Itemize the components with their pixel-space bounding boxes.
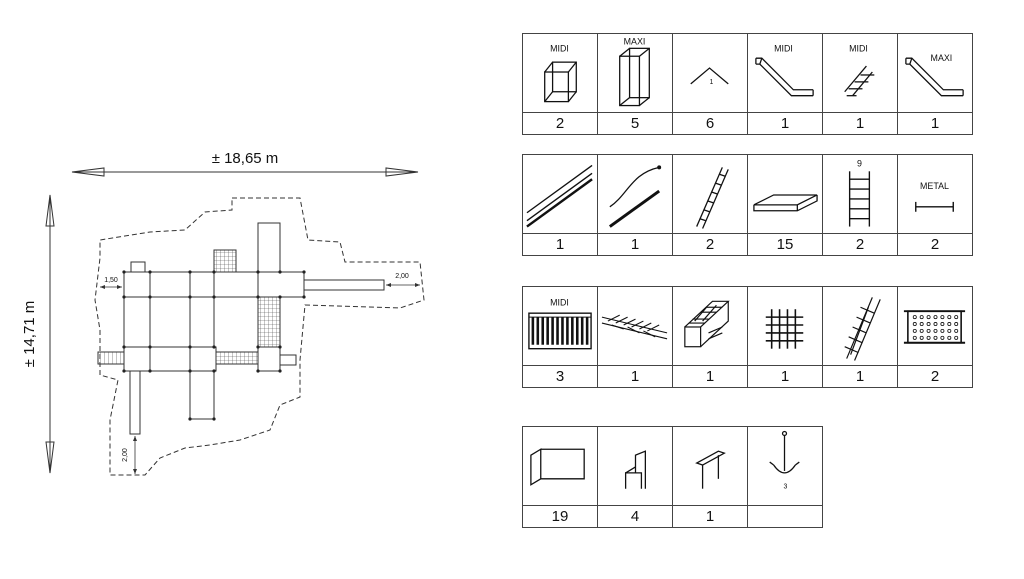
component-cell [747, 286, 823, 366]
component-quantity: 15 [747, 233, 823, 256]
svg-text:MIDI: MIDI [550, 297, 569, 307]
structure [97, 222, 385, 435]
component-table-1: MIDI MAXI [522, 33, 973, 135]
component-quantity: 1 [597, 233, 673, 256]
component-cell: MAXI [597, 33, 673, 113]
component-quantity: 6 [672, 112, 748, 135]
component-cell: 9 [822, 154, 898, 234]
svg-text:METAL: METAL [920, 181, 949, 191]
component-cell: MIDI [747, 33, 823, 113]
component-cell [522, 154, 598, 234]
table-icon [695, 450, 726, 489]
component-table-2: 9 METAL 1 1 2 15 2 2 [522, 154, 973, 256]
component-cell: MIDI [822, 33, 898, 113]
slide-icon: MAXI [905, 53, 964, 97]
ladder-vertical-icon: 9 [848, 158, 871, 227]
tall-frame-icon: MAXI [619, 36, 650, 107]
component-cell: METAL [897, 154, 973, 234]
component-cell: MIDI [522, 33, 598, 113]
component-cell [672, 426, 748, 506]
playground-plan: ± 18,65 m ± 14,71 m [21, 150, 425, 476]
clearance-right: 2,00 [386, 273, 420, 287]
component-cell: MAXI [897, 33, 973, 113]
wall-panel-icon [530, 448, 585, 486]
component-quantity: 19 [522, 505, 598, 528]
svg-text:MIDI: MIDI [774, 43, 793, 53]
component-cell: MIDI [522, 286, 598, 366]
component-quantity: 5 [597, 112, 673, 135]
net-bridge-icon [601, 314, 668, 340]
platform-icon [753, 194, 818, 212]
component-quantity: 1 [672, 365, 748, 388]
rails-icon [526, 164, 593, 228]
width-dimension: ± 18,65 m [71, 150, 419, 177]
clearance-right-label: 2,00 [395, 273, 409, 280]
component-cell: 3 [747, 426, 823, 506]
component-cell [597, 426, 673, 506]
stairs-icon: MIDI [844, 43, 875, 97]
component-table-3: MIDI [522, 286, 973, 388]
metal-bar-icon: METAL [915, 181, 954, 212]
clearance-left-label: 1,50 [104, 277, 118, 284]
component-quantity: 1 [822, 112, 898, 135]
height-dimension: ± 14,71 m [21, 194, 55, 474]
cube-frame-icon: MIDI [544, 43, 577, 103]
svg-text:MIDI: MIDI [849, 43, 868, 53]
ladder-diagonal-icon [696, 167, 729, 229]
component-quantity: 4 [597, 505, 673, 528]
svg-text:1: 1 [710, 79, 714, 86]
chair-icon [624, 450, 647, 489]
width-dimension-label: ± 18,65 m [212, 150, 279, 167]
component-cell [822, 286, 898, 366]
clearance-bottom: 2,00 [122, 436, 137, 474]
component-cell: 1 [672, 33, 748, 113]
component-cell [672, 286, 748, 366]
clearance-bottom-label: 2,00 [122, 448, 129, 462]
component-quantity: 3 [522, 365, 598, 388]
posts [122, 270, 306, 421]
net-ladder-icon [844, 297, 881, 361]
svg-text:MAXI: MAXI [624, 36, 646, 46]
component-cell [522, 426, 598, 506]
svg-text:MIDI: MIDI [550, 43, 569, 53]
component-cell [897, 286, 973, 366]
component-cell [597, 154, 673, 234]
slide-icon: MIDI [755, 43, 814, 97]
component-table-4: 3 19 4 1 [522, 426, 823, 528]
safety-zone-outline [94, 197, 425, 476]
component-quantity: 1 [522, 233, 598, 256]
component-quantity: 2 [822, 233, 898, 256]
component-quantity: 1 [822, 365, 898, 388]
fireman-pole-icon [608, 165, 662, 228]
swing-hook-icon: 3 [769, 430, 800, 491]
component-quantity: 1 [747, 365, 823, 388]
perforated-panel-icon [903, 310, 966, 344]
component-quantity: 1 [897, 112, 973, 135]
grid-net-icon [765, 309, 804, 349]
height-dimension-label: ± 14,71 m [21, 301, 38, 368]
component-quantity: 1 [747, 112, 823, 135]
roof-icon: 1 [690, 67, 729, 86]
panel-fence-icon: MIDI [528, 297, 592, 350]
component-quantity: 1 [672, 505, 748, 528]
component-cell [597, 286, 673, 366]
component-quantity [747, 505, 823, 528]
component-quantity: 1 [597, 365, 673, 388]
climbing-wall-icon [684, 300, 730, 348]
component-quantity: 2 [672, 233, 748, 256]
component-quantity: 2 [897, 233, 973, 256]
component-quantity: 2 [897, 365, 973, 388]
component-cell [747, 154, 823, 234]
svg-text:MAXI: MAXI [931, 53, 953, 63]
clearance-left: 1,50 [100, 277, 122, 289]
component-cell [672, 154, 748, 234]
component-quantity: 2 [522, 112, 598, 135]
svg-text:3: 3 [784, 484, 788, 491]
svg-text:9: 9 [857, 158, 862, 168]
